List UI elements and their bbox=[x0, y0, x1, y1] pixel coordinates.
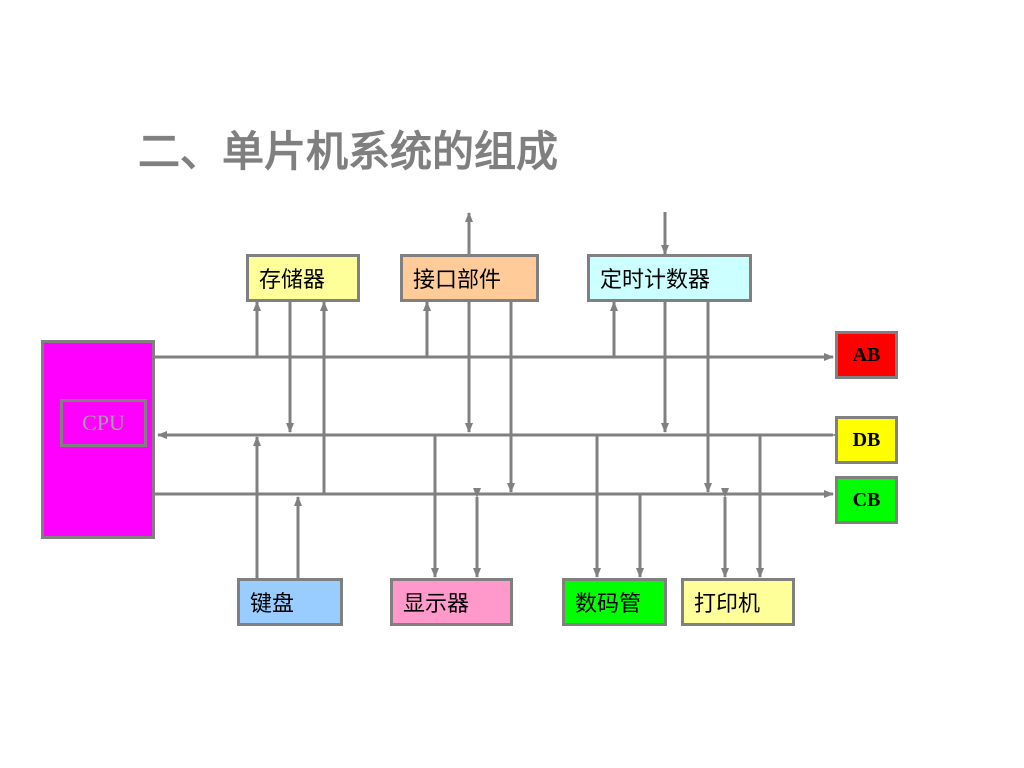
data-bus-label: DB bbox=[835, 416, 898, 464]
page-title: 二、单片机系统的组成 bbox=[138, 127, 559, 176]
address-bus-label: AB bbox=[835, 331, 898, 379]
cpu-label: CPU bbox=[60, 399, 147, 447]
led-digit-box: 数码管 bbox=[562, 578, 667, 626]
memory-box: 存储器 bbox=[246, 254, 360, 302]
interface-box: 接口部件 bbox=[400, 254, 539, 302]
printer-box: 打印机 bbox=[681, 578, 795, 626]
keyboard-box: 键盘 bbox=[237, 578, 343, 626]
display-box: 显示器 bbox=[390, 578, 513, 626]
control-bus-label: CB bbox=[835, 476, 898, 524]
timer-counter-box: 定时计数器 bbox=[587, 254, 752, 302]
